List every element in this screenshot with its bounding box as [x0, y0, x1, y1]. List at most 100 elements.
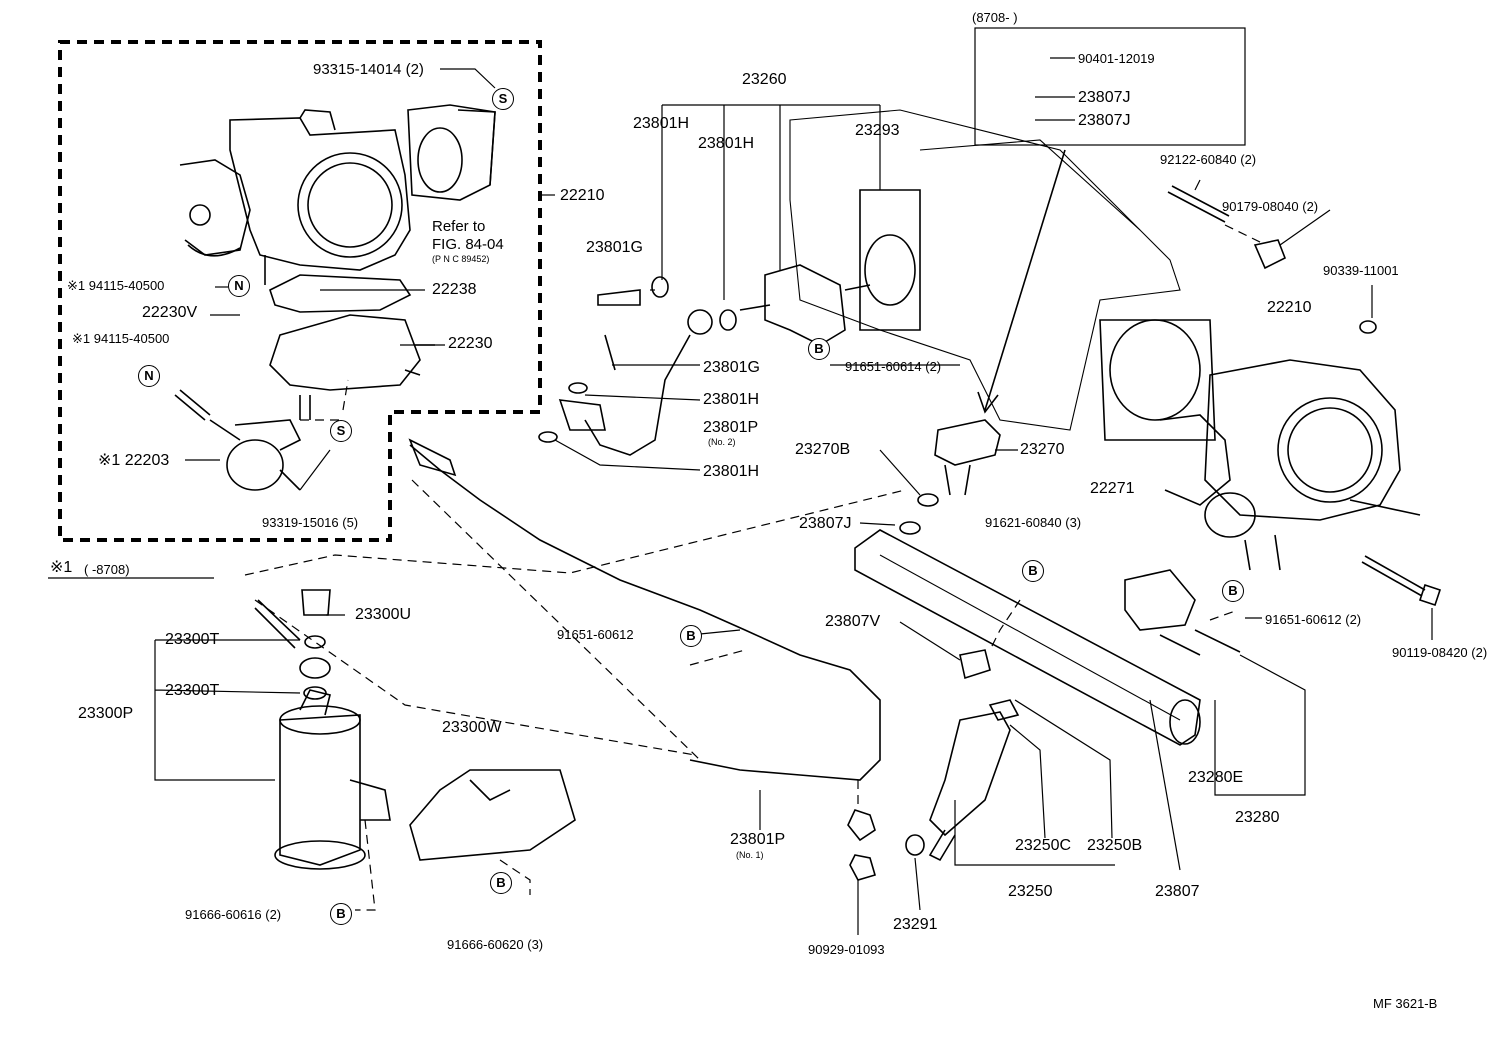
symbol-s: S: [492, 88, 514, 110]
label-23300T-a: 23300T: [165, 631, 220, 648]
label-22210-right: 22210: [1267, 299, 1312, 316]
label-91651-60614: 91651-60614 (2): [845, 359, 942, 374]
label-23801P-no2-sub: (No. 2): [708, 437, 736, 447]
symbol-b: B: [1222, 580, 1244, 602]
label-91651-60612-b: 91651-60612 (2): [1265, 612, 1362, 627]
label-23270B: 23270B: [795, 441, 851, 458]
label-90339-11001: 90339-11001: [1323, 263, 1399, 278]
grommet-23291: [905, 834, 925, 856]
refer-fig: FIG. 84-04: [432, 236, 504, 253]
label-94115-40500-a: ※1 94115-40500: [67, 278, 165, 293]
symbol-n: N: [228, 275, 250, 297]
label-23250: 23250: [1008, 883, 1053, 900]
injector-23250: [928, 699, 1020, 862]
leader-lines: [154, 57, 1433, 935]
label-23807J-b: 23807J: [1078, 112, 1131, 129]
label-23300T-b: 23300T: [165, 682, 220, 699]
label-22230V: 22230V: [142, 304, 198, 321]
label-23260: 23260: [742, 71, 787, 88]
label-94115-40500-b: ※1 94115-40500: [72, 331, 170, 346]
label-23293: 23293: [855, 122, 900, 139]
label-22210-left: 22210: [560, 187, 605, 204]
figure-code: MF 3621-B: [1373, 996, 1438, 1011]
label-90179-08040: 90179-08040 (2): [1222, 199, 1319, 214]
label-23291: 23291: [893, 916, 938, 933]
label-23300U: 23300U: [355, 606, 412, 623]
symbol-b: B: [680, 625, 702, 647]
label-91666-60616: 91666-60616 (2): [185, 907, 282, 922]
label-23801G-b: 23801G: [703, 359, 760, 376]
label-23801H-c: 23801H: [703, 391, 760, 408]
label-93315-14014: 93315-14014 (2): [313, 61, 424, 78]
label-23300W: 23300W: [442, 719, 502, 736]
hose-23801P-no2: [584, 334, 691, 456]
o-ring-23807V: [959, 649, 991, 680]
label-22230: 22230: [448, 335, 493, 352]
label-23807V: 23807V: [825, 613, 881, 630]
symbol-b: B: [808, 338, 830, 360]
pressure-regulator-23270: [899, 419, 1001, 535]
label-91651-60612-a: 91651-60612: [557, 627, 634, 642]
label-91621-60840: 91621-60840 (3): [985, 515, 1082, 530]
refer-to: Refer to: [432, 218, 486, 235]
refer-pnc: (P N C 89452): [432, 254, 490, 264]
clamp-90929: [847, 809, 876, 881]
label-23300P: 23300P: [78, 705, 134, 722]
footnote-range: ( -8708): [84, 562, 130, 577]
hose-23801P-no1: [409, 444, 881, 781]
label-23801G-a: 23801G: [586, 239, 643, 256]
label-23280E: 23280E: [1188, 769, 1244, 786]
assembly-group-box: [58, 40, 542, 542]
label-23801H-b: 23801H: [698, 135, 755, 152]
label-23807J-c: 23807J: [799, 515, 852, 532]
fuel-filter-23300P: [274, 689, 391, 870]
label-23807: 23807: [1155, 883, 1200, 900]
label-91666-60620: 91666-60620 (3): [447, 937, 544, 952]
label-90401-12019: 90401-12019: [1078, 51, 1155, 66]
gasket-22238: [269, 274, 412, 313]
dashpot-22203: [174, 389, 302, 491]
dashed-guides: [244, 224, 1263, 911]
label-23801P-no2: 23801P: [703, 419, 759, 436]
label-23807J-a: 23807J: [1078, 89, 1131, 106]
label-90119-08420: 90119-08420 (2): [1392, 645, 1488, 660]
fuel-delivery-pipe: [854, 529, 1201, 746]
label-23250C: 23250C: [1015, 837, 1072, 854]
label-22271: 22271: [1090, 480, 1135, 497]
label-93319-15016: 93319-15016 (5): [262, 515, 359, 530]
inset-arrow: [984, 149, 1066, 411]
valve-22230: [269, 314, 435, 420]
label-23270: 23270: [1020, 441, 1065, 458]
throttle-body-left: [179, 109, 411, 285]
label-22238: 22238: [432, 281, 477, 298]
label-23801P-no1-sub: (No. 1): [736, 850, 764, 860]
footnote-mark: ※1: [50, 559, 73, 576]
label-23801H-d: 23801H: [703, 463, 760, 480]
pulsation-damper: [1124, 569, 1241, 656]
label-23250B: 23250B: [1087, 837, 1143, 854]
label-90929-01093: 90929-01093: [808, 942, 885, 957]
air-inlet-adapter: [407, 104, 496, 201]
throttle-body-right: [1159, 320, 1421, 571]
cold-start-injector: [597, 264, 871, 371]
symbol-b: B: [330, 903, 352, 925]
label-23280: 23280: [1235, 809, 1280, 826]
stud-bolt: [1167, 185, 1230, 223]
intake-manifold: [789, 109, 1216, 441]
bracket-23300W: [409, 769, 576, 861]
label-92122-60840: 92122-60840 (2): [1160, 152, 1257, 167]
label-23801P-no1: 23801P: [730, 831, 786, 848]
symbol-b: B: [1022, 560, 1044, 582]
label-23801H-a: 23801H: [633, 115, 690, 132]
label-22203: ※1 22203: [98, 452, 170, 469]
symbol-s: S: [330, 420, 352, 442]
inset-range: (8708- ): [972, 10, 1018, 25]
symbol-n: N: [138, 365, 160, 387]
inset-box: [974, 27, 1246, 146]
symbol-b: B: [490, 872, 512, 894]
nut: [1253, 239, 1287, 270]
bolt-90119: [1361, 555, 1426, 597]
union-bolt-23300U: [254, 599, 301, 649]
